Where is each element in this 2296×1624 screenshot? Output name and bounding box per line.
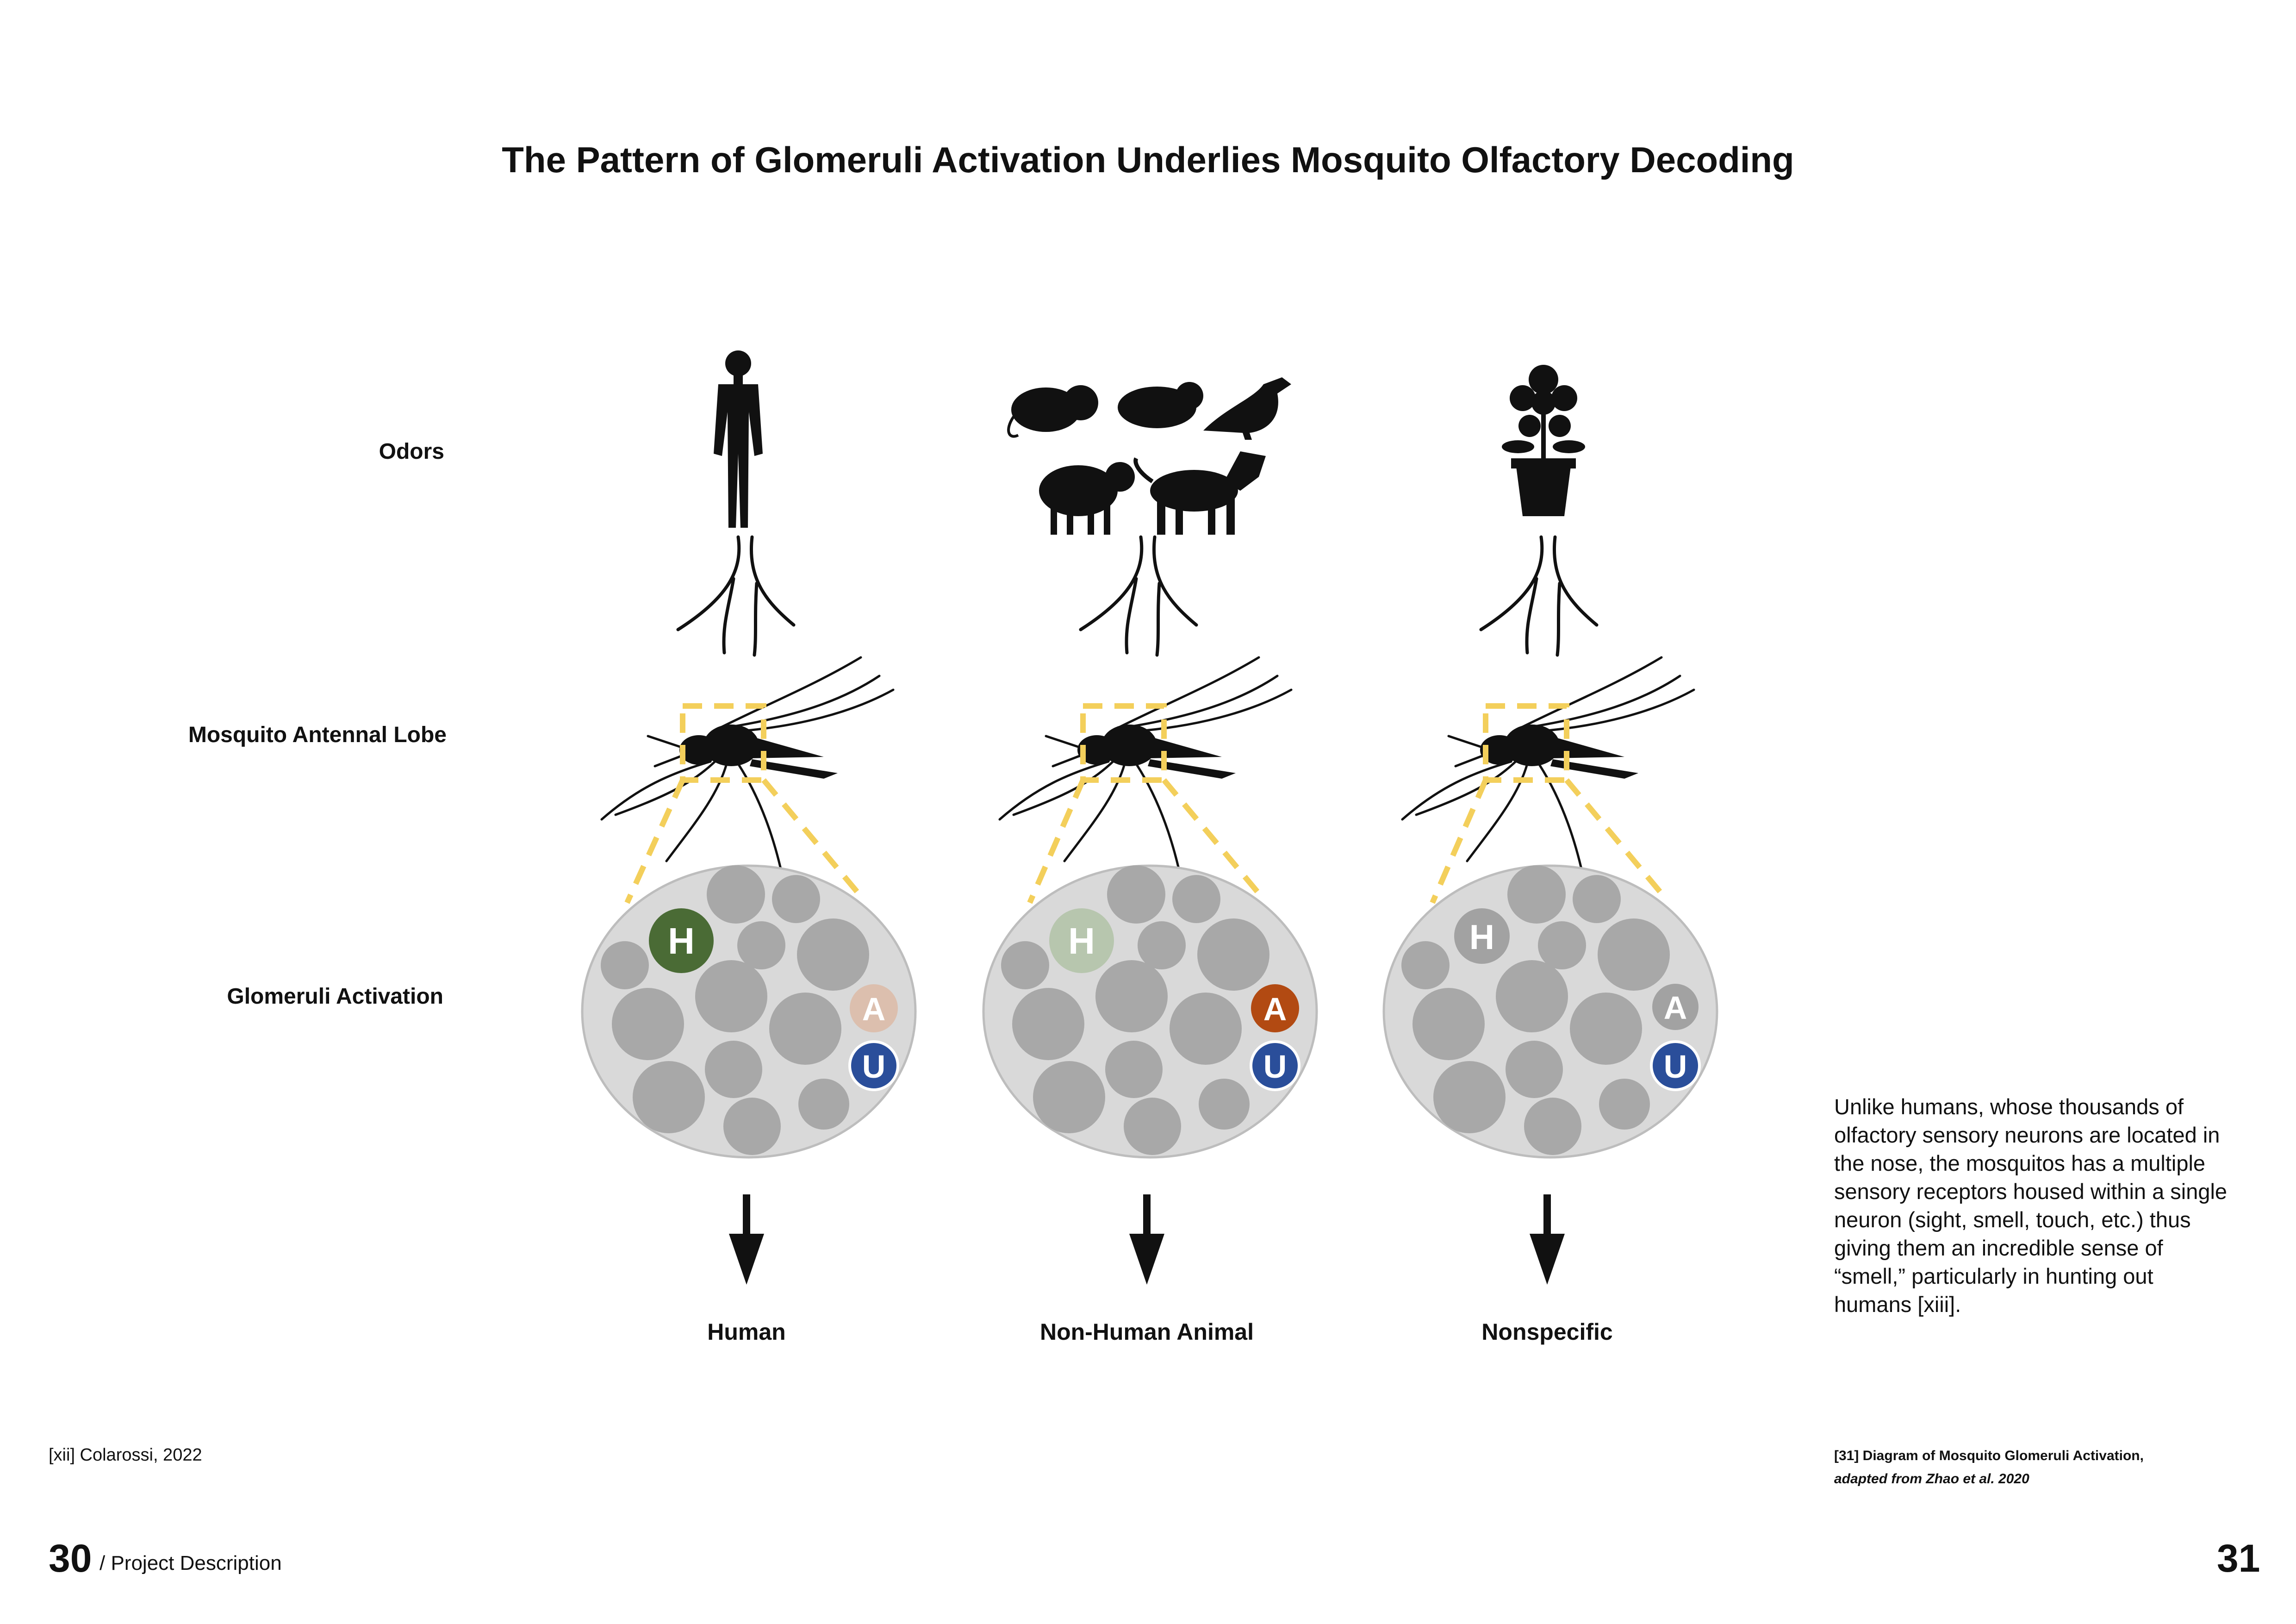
glomerulus-a-3: A (1652, 984, 1699, 1030)
glomerulus-u-1: U (848, 1040, 899, 1091)
mosquito-icon-2 (1000, 657, 1291, 875)
svg-text:H: H (1068, 920, 1095, 962)
row-label-odors: Odors (379, 439, 444, 464)
glomerulus-h-2: H (1049, 908, 1114, 973)
page-number-right: 31 (2217, 1537, 2260, 1580)
svg-text:A: A (862, 991, 886, 1027)
odor-flower (1481, 365, 1597, 655)
svg-text:A: A (1664, 990, 1687, 1026)
svg-text:U: U (862, 1049, 886, 1085)
output-label-human: Human (707, 1319, 786, 1345)
footnote: [xii] Colarossi, 2022 (49, 1445, 202, 1465)
glomerulus-a-2: A (1251, 984, 1299, 1032)
figure-caption: [31] Diagram of Mosquito Glomeruli Activ… (1834, 1448, 2144, 1463)
human-silhouette-icon (714, 350, 763, 528)
animal-silhouettes-icon (1007, 377, 1291, 535)
arrow-down-icon (1129, 1194, 1164, 1285)
row-label-antennal-lobe: Mosquito Antennal Lobe (188, 723, 447, 747)
svg-text:A: A (1263, 991, 1287, 1027)
svg-text:U: U (1263, 1049, 1287, 1085)
glomerulus-u-3: U (1650, 1040, 1701, 1091)
glomerulus-u-2: U (1250, 1040, 1300, 1091)
glomerulus-a-1: A (850, 984, 898, 1032)
arrow-down-icon (729, 1194, 764, 1285)
antennal-lobe-highlights (624, 703, 1664, 904)
body-paragraph: Unlike humans, whose thousands of olfact… (1834, 1094, 2228, 1317)
svg-text:H: H (1469, 918, 1494, 956)
arrow-down-icon (1530, 1194, 1565, 1285)
glomerulus-h-3: H (1454, 908, 1510, 964)
potted-flower-icon (1502, 365, 1585, 516)
mosquito-icon-1 (602, 657, 893, 875)
section-name: / Project Description (100, 1552, 282, 1574)
output-label-animal: Non-Human Animal (1039, 1319, 1254, 1345)
figure-caption-source: adapted from Zhao et al. 2020 (1834, 1471, 2029, 1487)
glomerulus-h-1: H (649, 908, 714, 973)
odor-animals (1007, 377, 1291, 655)
svg-text:H: H (668, 920, 695, 962)
row-label-glomeruli: Glomeruli Activation (227, 984, 443, 1009)
output-label-nonspecific: Nonspecific (1481, 1319, 1613, 1345)
output-arrows (729, 1194, 1565, 1285)
svg-text:U: U (1664, 1049, 1687, 1085)
page-title: The Pattern of Glomeruli Activation Unde… (502, 139, 1794, 180)
odor-human (678, 350, 794, 655)
mosquito-icon-3 (1402, 657, 1694, 875)
page-number-left: 30 (49, 1537, 92, 1580)
